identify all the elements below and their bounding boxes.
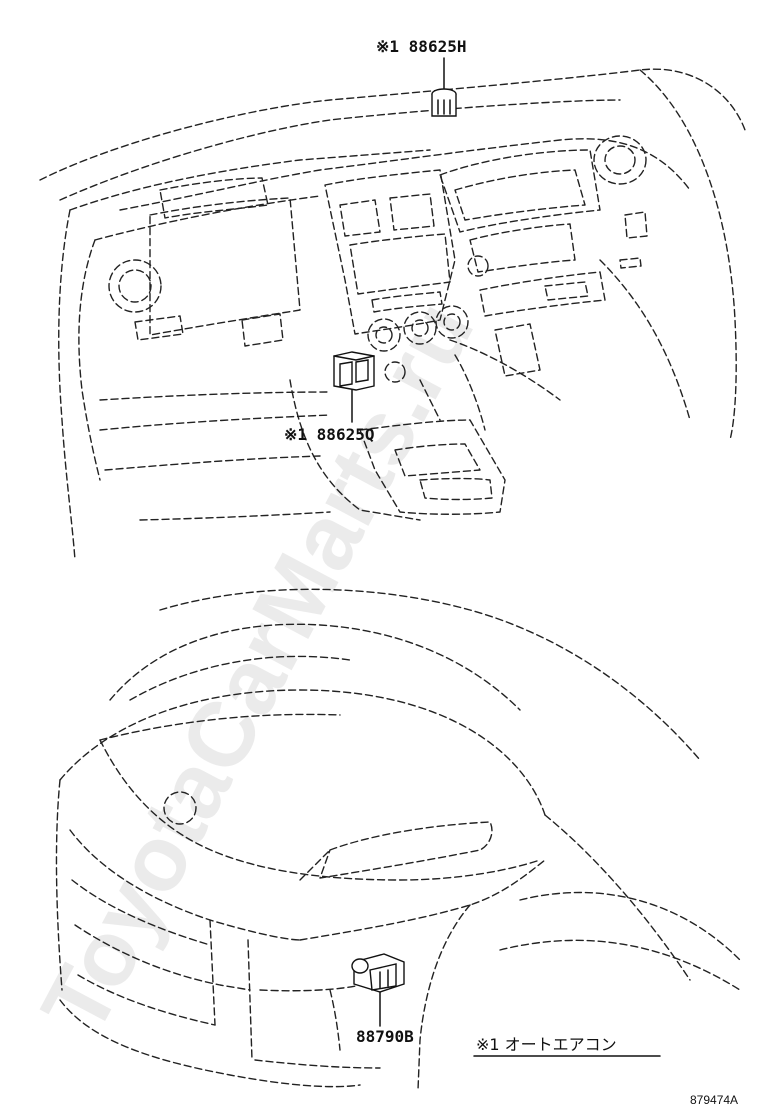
watermark: ToyotaCarMarts.ru [23,285,494,1049]
ambient-sensor-icon [351,953,405,993]
legend-note: ※1 オートエアコン [473,1035,661,1057]
figure-id: 879474A [690,1093,738,1107]
dashboard-illustration [39,68,746,561]
sensor-front-part[interactable]: 88790B [351,953,414,1046]
switch-block-icon [333,351,375,391]
vehicle-front-illustration [55,588,741,1091]
sensor-top-part[interactable]: ※1 88625H [376,37,466,117]
callout-88790B: 88790B [356,1027,414,1046]
sensor-center-part[interactable]: ※1 88625Q [284,351,375,444]
callout-88625Q: ※1 88625Q [284,425,374,444]
callout-88625H: ※1 88625H [376,37,466,56]
legend-text: ※1 オートエアコン [476,1035,617,1054]
sensor-icon [431,88,457,117]
